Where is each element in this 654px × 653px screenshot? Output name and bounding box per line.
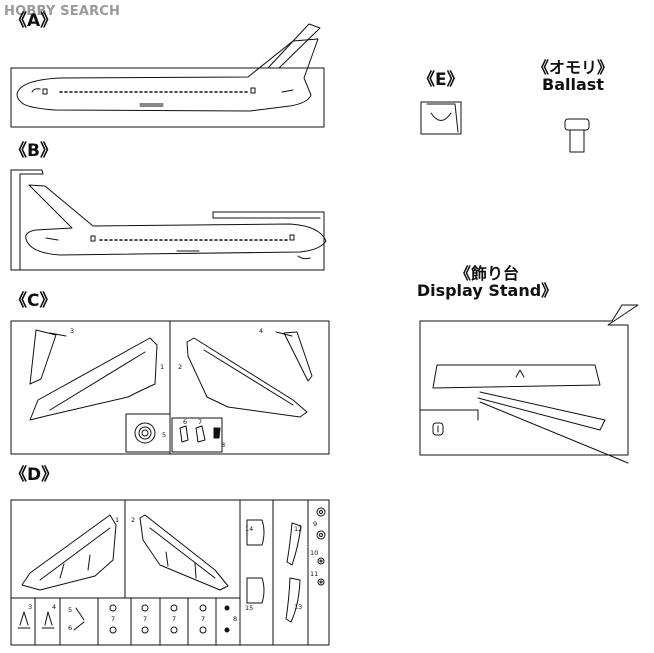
stabilizer-left-part [29,329,57,385]
engine-14-part [246,519,265,546]
sprue-a-label: 《A》 [10,11,58,31]
part-number-d6: 6 [68,624,72,632]
part-number-c4: 4 [259,327,263,335]
part-number-c5: 5 [162,431,166,439]
part-number-d8: 8 [233,615,237,623]
sprue-e-frame [420,101,462,135]
part-number-c8: 8 [221,441,225,449]
ballast-label: 《オモリ》 Ballast [528,58,618,94]
watermark: HOBBY SEARCH [4,4,121,19]
sprue-e-label: 《E》 [418,70,464,90]
part-number-d13: 13 [294,603,302,611]
sprue-c: 1 2 3 4 5 6 7 8 [10,320,330,455]
wing-right-part [186,337,308,418]
part-number-d2: 2 [131,516,135,524]
sprue-c-label: 《C》 [10,291,57,311]
part-number-c7: 7 [198,418,202,426]
part-number-d7a: 7 [111,615,115,623]
stand-sprue-frame [419,304,639,456]
part-number-c1: 1 [160,363,164,371]
stand-base-part [432,364,601,389]
stand-label: 《飾り台 Display Stand》 [414,264,560,300]
part-number-d4: 4 [52,603,56,611]
part-number-d1: 1 [115,516,119,524]
wing-left-part [29,337,158,421]
stand-label-jp: 《飾り台 [454,264,519,283]
part-number-d7c: 7 [172,615,176,623]
stabilizer-right-part [283,331,313,382]
part-number-d14: 14 [245,525,253,533]
part-number-d7b: 7 [143,615,147,623]
part-number-d5: 5 [68,606,72,614]
lower-wing-right-part [139,514,229,591]
sprue-d-label: 《D》 [10,465,59,485]
sprue-a [10,23,325,128]
engine-13-part [285,577,301,623]
ballast-label-jp: 《オモリ》 [532,58,613,77]
engine-15-part [246,577,265,604]
engine-12-part [286,522,302,566]
part-number-c2: 2 [178,363,182,371]
stand-label-en: Display Stand》 [416,280,558,300]
lower-wing-left-part [21,514,117,591]
fuselage-left-part [16,38,319,112]
part-number-c3: 3 [70,327,74,335]
sprue-b-frame [10,169,325,271]
sprue-a-frame [10,23,325,128]
part-number-d15: 15 [245,604,253,612]
sprue-b-label: 《B》 [10,141,57,161]
sprue-b [10,169,327,271]
part-number-d12: 12 [294,525,302,533]
sprue-b-runner [10,169,44,271]
display-stand [419,304,639,464]
part-number-d9: 9 [313,520,317,528]
part-number-d11: 11 [310,570,318,578]
fuselage-right-part [25,184,327,260]
part-number-d7d: 7 [201,615,205,623]
part-number-d10: 10 [310,549,318,557]
part-number-d3: 3 [28,603,32,611]
ballast-part [564,118,590,153]
part-number-c6: 6 [183,418,187,426]
sprue-d: 1 2 3 4 5 6 7 7 7 7 8 9 10 11 12 13 14 1… [10,499,330,646]
ballast-label-en: Ballast [542,74,604,94]
sprue-d-frame [10,499,330,646]
sprue-e [420,101,462,135]
